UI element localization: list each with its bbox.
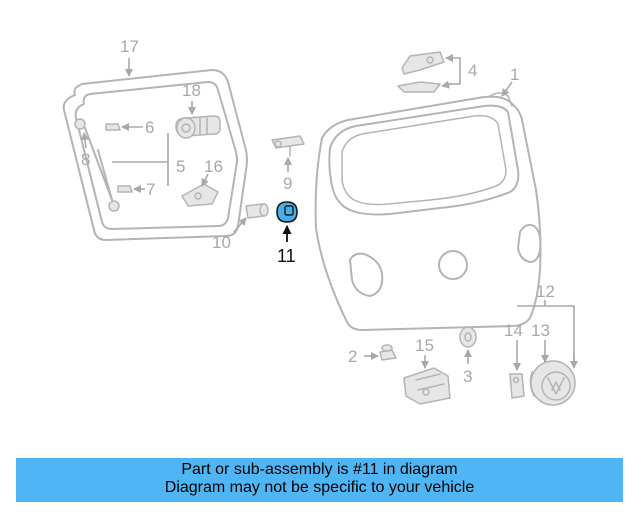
bump-stop	[245, 203, 269, 219]
leader-12	[517, 300, 575, 366]
emblem-handle	[529, 360, 576, 406]
leader-5	[112, 133, 169, 186]
callout-13: 13	[531, 321, 550, 340]
callout-8: 8	[81, 150, 90, 169]
liftgate-shell	[314, 92, 542, 331]
rear-camera	[509, 373, 525, 399]
callout-3: 3	[463, 367, 472, 386]
callout-5: 5	[176, 157, 185, 176]
leader-8	[80, 132, 89, 149]
part-11-highlighted	[276, 201, 298, 223]
hinge-upper	[401, 51, 445, 75]
info-banner: Part or sub-assembly is #11 in diagram D…	[16, 458, 623, 502]
strut-clip-lower	[117, 185, 133, 193]
callout-1: 1	[510, 65, 519, 84]
callout-4: 4	[468, 61, 477, 80]
lock-cylinder	[175, 115, 221, 139]
leader-4	[446, 57, 461, 85]
banner-line-1: Part or sub-assembly is #11 in diagram	[181, 461, 458, 478]
callout-15: 15	[415, 336, 434, 355]
callout-9: 9	[283, 174, 292, 193]
callout-10: 10	[212, 233, 231, 252]
callout-12: 12	[536, 282, 555, 301]
lift-support-strut	[74, 118, 120, 212]
leader-10	[233, 217, 247, 233]
banner-line-2: Diagram may not be specific to your vehi…	[164, 479, 475, 496]
callout-7: 7	[146, 180, 155, 199]
liftgate-trim-panel	[62, 69, 248, 241]
plug-grommet	[379, 344, 397, 361]
leader-1	[501, 81, 513, 97]
latch-bracket	[181, 183, 219, 207]
parts-diagram: 17 8 6 7 5 18 16 9	[62, 37, 578, 406]
callout-11: 11	[277, 246, 296, 266]
callout-17: 17	[120, 37, 139, 56]
callout-2: 2	[348, 347, 357, 366]
hinge-lower	[397, 81, 441, 93]
hinge-bolt	[271, 135, 305, 157]
emblem-base	[459, 326, 477, 348]
leader-16	[201, 173, 209, 187]
strut-clip-upper	[105, 123, 121, 131]
callout-16: 16	[204, 157, 223, 176]
latch-assembly	[403, 367, 451, 405]
callout-14: 14	[504, 321, 523, 340]
callout-6: 6	[145, 118, 154, 137]
callout-18: 18	[182, 81, 201, 100]
leader-4-lower	[441, 80, 453, 89]
